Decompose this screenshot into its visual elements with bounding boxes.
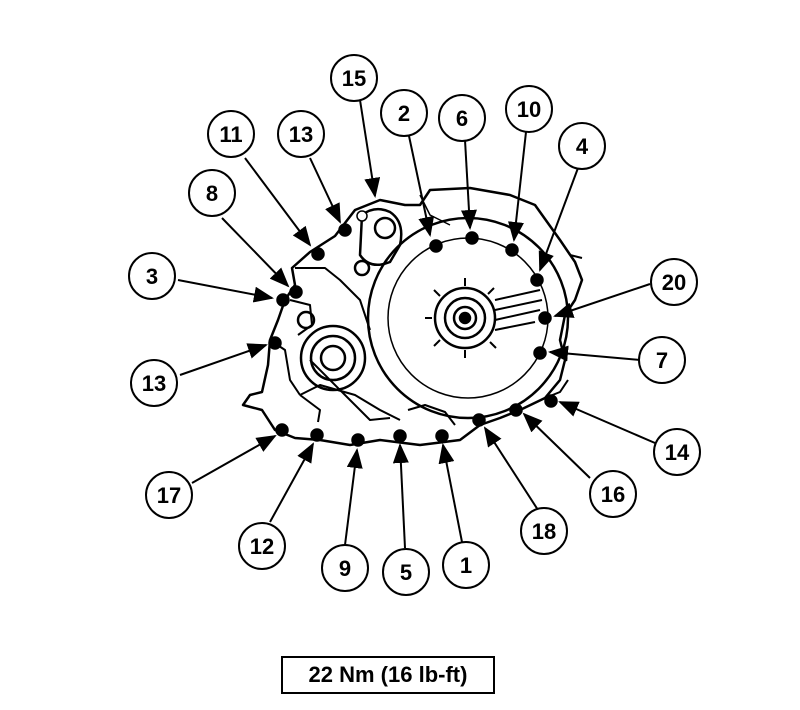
bolt-heads bbox=[268, 210, 558, 447]
callout-15: 15 bbox=[330, 54, 378, 102]
bolt-5 bbox=[393, 429, 407, 443]
bolt-14 bbox=[544, 394, 558, 408]
callout-8-label: 8 bbox=[206, 181, 218, 206]
callout-18: 18 bbox=[520, 507, 568, 555]
callout-2-label: 2 bbox=[398, 101, 410, 126]
callout-13-left: 13 bbox=[130, 359, 178, 407]
bolt-13b bbox=[268, 336, 282, 350]
callout-16: 16 bbox=[589, 470, 637, 518]
callout-2: 2 bbox=[380, 89, 428, 137]
callout-20: 20 bbox=[650, 258, 698, 306]
leader-lines bbox=[177, 99, 656, 549]
bolt-8 bbox=[289, 285, 303, 299]
bolt-15 bbox=[356, 210, 368, 222]
bolt-9 bbox=[351, 433, 365, 447]
callout-6-label: 6 bbox=[456, 106, 468, 131]
torque-spec-label: 22 Nm (16 lb-ft) bbox=[308, 662, 468, 687]
bolt-20 bbox=[538, 311, 552, 325]
callout-17: 17 bbox=[145, 471, 193, 519]
callout-17-label: 17 bbox=[157, 483, 181, 508]
bolt-6 bbox=[465, 231, 479, 245]
bolt-18 bbox=[472, 413, 486, 427]
callout-12: 12 bbox=[238, 522, 286, 570]
bolt-4 bbox=[530, 273, 544, 287]
callout-8: 8 bbox=[188, 169, 236, 217]
callout-7: 7 bbox=[638, 336, 686, 384]
callout-14: 14 bbox=[653, 428, 701, 476]
callout-3-label: 3 bbox=[146, 264, 158, 289]
callout-18-label: 18 bbox=[532, 519, 556, 544]
callout-9: 9 bbox=[321, 544, 369, 592]
callout-1-label: 1 bbox=[460, 553, 472, 578]
bolt-10 bbox=[505, 243, 519, 257]
callout-7-label: 7 bbox=[656, 348, 668, 373]
bolt-2 bbox=[429, 239, 443, 253]
callout-5-label: 5 bbox=[400, 560, 412, 585]
bolt-13a bbox=[338, 223, 352, 237]
bolt-7 bbox=[533, 346, 547, 360]
bolt-16 bbox=[509, 403, 523, 417]
callout-13-top: 13 bbox=[277, 110, 325, 158]
callout-11-label: 11 bbox=[219, 122, 242, 147]
callouts: 15 2 6 10 4 11 13 8 3 20 7 13 14 17 16 1… bbox=[128, 54, 701, 596]
callout-16-label: 16 bbox=[601, 482, 625, 507]
callout-12-label: 12 bbox=[250, 534, 274, 559]
callout-4: 4 bbox=[558, 122, 606, 170]
bolt-12 bbox=[310, 428, 324, 442]
torque-spec-box: 22 Nm (16 lb-ft) bbox=[281, 656, 495, 694]
callout-6: 6 bbox=[438, 94, 486, 142]
callout-14-label: 14 bbox=[665, 440, 690, 465]
bolt-11 bbox=[311, 247, 325, 261]
callout-4-label: 4 bbox=[576, 134, 589, 159]
callout-5: 5 bbox=[382, 548, 430, 596]
callout-13-top-label: 13 bbox=[289, 122, 313, 147]
callout-1: 1 bbox=[442, 541, 490, 589]
callout-9-label: 9 bbox=[339, 556, 351, 581]
transaxle-housing bbox=[241, 186, 584, 447]
bolt-3 bbox=[276, 293, 290, 307]
callout-3: 3 bbox=[128, 252, 176, 300]
callout-10: 10 bbox=[505, 85, 553, 133]
bolt-1 bbox=[435, 429, 449, 443]
callout-13-left-label: 13 bbox=[142, 371, 166, 396]
callout-11: 11 bbox=[207, 110, 255, 158]
callout-10-label: 10 bbox=[517, 97, 541, 122]
callout-15-label: 15 bbox=[342, 66, 366, 91]
callout-20-label: 20 bbox=[662, 270, 686, 295]
bolt-17 bbox=[275, 423, 289, 437]
